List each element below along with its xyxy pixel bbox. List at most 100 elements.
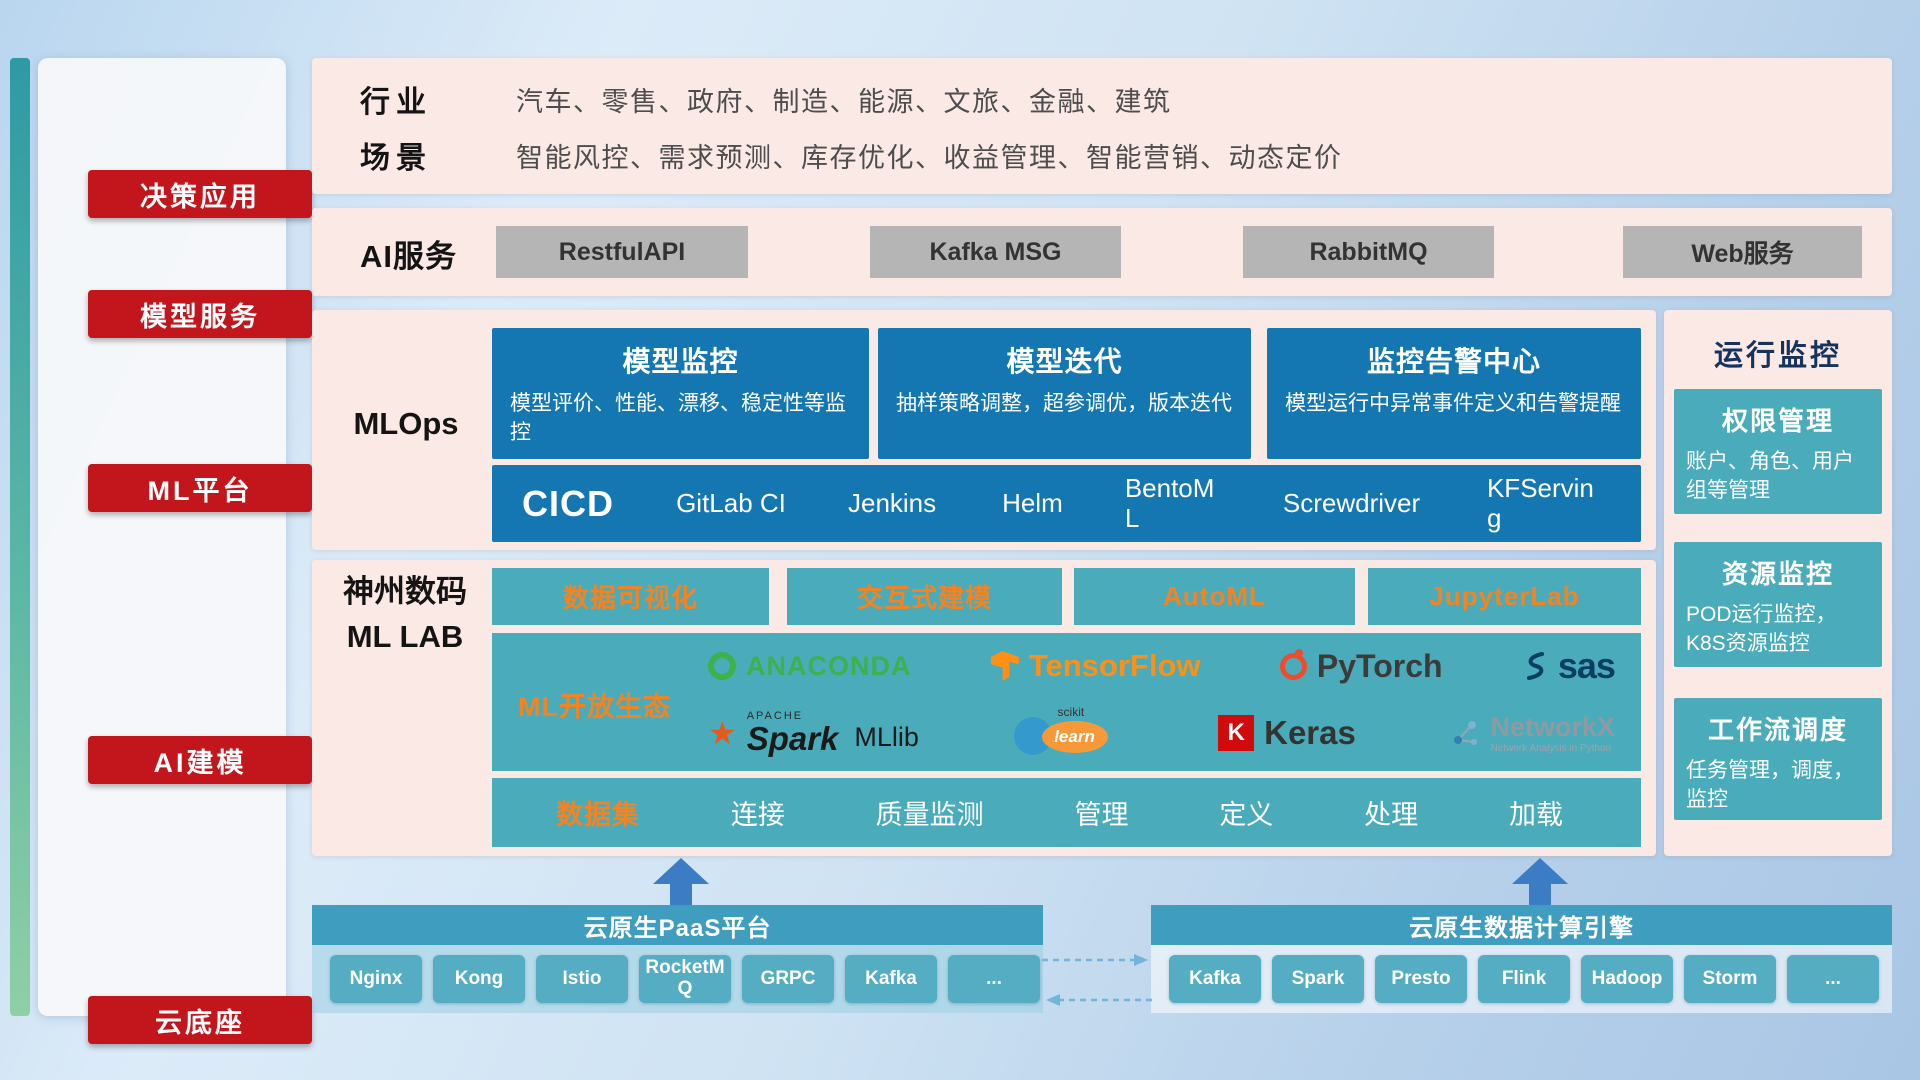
- industry-scene-panel: 行业 汽车、零售、政府、制造、能源、文旅、金融、建筑 场景 智能风控、需求预测、…: [312, 58, 1892, 194]
- data-engine-bar-body: Kafka Spark Presto Flink Hadoop Storm ..…: [1151, 945, 1892, 1013]
- card-desc: POD运行监控，K8S资源监控: [1686, 603, 1837, 656]
- service-web: Web服务: [1623, 226, 1862, 278]
- keras-logo: K Keras: [1218, 714, 1356, 752]
- runtime-monitoring-panel: 运行监控 权限管理 账户、角色、用户组等管理 资源监控 POD运行监控，K8S资…: [1664, 310, 1892, 856]
- tensorflow-logo: TensorFlow: [990, 648, 1201, 684]
- chip-hadoop: Hadoop: [1581, 955, 1673, 1003]
- card-permission-management: 权限管理 账户、角色、用户组等管理: [1674, 389, 1882, 514]
- ai-service-label: AI服务: [360, 239, 457, 274]
- card-workflow-scheduling: 工作流调度 任务管理，调度，监控: [1674, 698, 1882, 820]
- cicd-screwdriver: Screwdriver: [1282, 487, 1421, 518]
- networkx-subtitle: Network Analysis in Python: [1490, 742, 1612, 754]
- card-desc: 模型评价、性能、漂移、稳定性等监控: [510, 392, 846, 445]
- chip-storm: Storm: [1684, 955, 1776, 1003]
- tool-automl: AutoML: [1074, 568, 1355, 625]
- card-title: 模型监控: [622, 346, 739, 377]
- ml-lab-panel: 神州数码 ML LAB 数据可视化 交互式建模 AutoML JupyterLa…: [312, 560, 1656, 856]
- dataset-label: 数据集: [556, 800, 640, 830]
- tool-data-visualization: 数据可视化: [492, 568, 769, 625]
- tensorflow-icon: [990, 651, 1019, 681]
- card-resource-monitoring: 资源监控 POD运行监控，K8S资源监控: [1674, 542, 1882, 667]
- scene-list: 智能风控、需求预测、库存优化、收益管理、智能营销、动态定价: [516, 142, 1343, 173]
- layer-badge-ml-platform: ML平台: [88, 464, 312, 512]
- networkx-logo: NetworkX Network Analysis in Python: [1450, 712, 1615, 755]
- cicd-helm: Helm: [1002, 487, 1063, 518]
- cicd-kfserving: KFServing: [1486, 472, 1594, 533]
- layer-sidebar: 决策应用 模型服务 ML平台 AI建模 云底座: [38, 58, 312, 1044]
- chip-more: ...: [948, 955, 1040, 1003]
- spark-wordmark: Spark: [746, 720, 839, 757]
- card-title: 工作流调度: [1707, 715, 1848, 745]
- cicd-gitlab-ci: GitLab CI: [676, 487, 786, 518]
- card-title: 权限管理: [1721, 406, 1834, 436]
- layer-badge-model-services: 模型服务: [88, 290, 312, 338]
- dataset-item-quality: 质量监测: [875, 800, 984, 830]
- keras-icon: K: [1218, 715, 1255, 751]
- dataset-item-define: 定义: [1219, 800, 1274, 830]
- layer-badge-cloud-base: 云底座: [88, 996, 312, 1044]
- ml-open-ecosystem-label: ML开放生态: [518, 692, 671, 722]
- dataset-item-connect: 连接: [730, 800, 785, 830]
- layer-badge-ai-modeling: AI建模: [88, 736, 312, 784]
- card-model-monitoring: 模型监控 模型评价、性能、漂移、稳定性等监控: [492, 328, 869, 459]
- chip-nginx: Nginx: [330, 955, 422, 1003]
- scikit-learn-logo: scikit learn: [1013, 705, 1124, 759]
- sas-icon: [1526, 652, 1544, 680]
- mlops-label: MLOps: [353, 406, 459, 441]
- card-title: 模型迭代: [1006, 346, 1123, 377]
- service-rabbitmq: RabbitMQ: [1243, 226, 1494, 278]
- card-desc: 模型运行中异常事件定义和告警提醒: [1285, 392, 1621, 415]
- card-title: 监控告警中心: [1366, 346, 1541, 377]
- learn-label: learn: [1054, 727, 1095, 746]
- cicd-jenkins: Jenkins: [847, 487, 937, 518]
- dataset-bar: 数据集 连接 质量监测 管理 定义 处理 加载: [492, 778, 1641, 847]
- keras-wordmark: Keras: [1264, 714, 1356, 751]
- card-desc: 账户、角色、用户组等管理: [1686, 450, 1854, 503]
- tool-jupyterlab: JupyterLab: [1368, 568, 1641, 625]
- mlops-panel: MLOps 模型监控 模型评价、性能、漂移、稳定性等监控 模型迭代 抽样策略调整…: [312, 310, 1656, 550]
- tensorflow-wordmark: TensorFlow: [1028, 648, 1201, 683]
- card-model-iteration: 模型迭代 抽样策略调整，超参调优，版本迭代: [878, 328, 1251, 459]
- chip-more: ...: [1787, 955, 1879, 1003]
- chip-grpc: GRPC: [742, 955, 834, 1003]
- card-desc: 任务管理，调度，监控: [1686, 759, 1854, 812]
- chip-istio: Istio: [536, 955, 628, 1003]
- anaconda-wordmark: ANACONDA: [746, 650, 912, 681]
- cicd-bentoml: BentoML: [1124, 472, 1215, 533]
- ml-open-ecosystem-box: ML开放生态 ANACONDA TensorFlow PyTorch: [492, 633, 1641, 771]
- networkx-wordmark: NetworkX: [1490, 711, 1615, 742]
- spark-mllib-logo: ★ APACHE Spark MLlib: [708, 710, 919, 757]
- up-arrow-paas: [653, 858, 709, 906]
- card-alert-center: 监控告警中心 模型运行中异常事件定义和告警提醒: [1267, 328, 1641, 459]
- up-arrow-engine: [1512, 858, 1568, 906]
- industry-list: 汽车、零售、政府、制造、能源、文旅、金融、建筑: [516, 86, 1172, 117]
- tool-interactive-modeling: 交互式建模: [787, 568, 1062, 625]
- data-engine-bar-title: 云原生数据计算引擎: [1151, 905, 1892, 945]
- dataset-item-load: 加载: [1508, 800, 1563, 830]
- cicd-label: CICD: [522, 482, 614, 524]
- chip-rocketmq: RocketMQ: [639, 955, 731, 1003]
- dataset-item-manage: 管理: [1074, 800, 1129, 830]
- chip-kafka: Kafka: [845, 955, 937, 1003]
- paas-bar-title: 云原生PaaS平台: [312, 905, 1043, 945]
- scikit-label: scikit: [1057, 705, 1085, 719]
- chip-kong: Kong: [433, 955, 525, 1003]
- anaconda-icon: [708, 652, 736, 680]
- chip-spark: Spark: [1272, 955, 1364, 1003]
- paas-bar-body: Nginx Kong Istio RocketMQ GRPC Kafka ...: [312, 945, 1043, 1013]
- spark-apache-label: APACHE: [746, 710, 804, 722]
- chip-presto: Presto: [1375, 955, 1467, 1003]
- service-restfulapi: RestfulAPI: [496, 226, 748, 278]
- mllib-label: MLlib: [854, 722, 919, 752]
- dataset-item-process: 处理: [1364, 800, 1419, 830]
- ml-lab-label-line1: 神州数码: [343, 574, 467, 609]
- card-desc: 抽样策略调整，超参调优，版本迭代: [896, 392, 1232, 415]
- sas-wordmark: sas: [1557, 645, 1616, 686]
- layer-badge-decision-apps: 决策应用: [88, 170, 312, 218]
- industry-label: 行业: [360, 86, 432, 119]
- ml-ecosystem-logos: ANACONDA TensorFlow PyTorch sas: [696, 635, 1627, 769]
- chip-flink: Flink: [1478, 955, 1570, 1003]
- cicd-bar: CICD GitLab CI Jenkins Helm BentoML Scre…: [492, 465, 1641, 542]
- left-accent-strip: [10, 58, 30, 1016]
